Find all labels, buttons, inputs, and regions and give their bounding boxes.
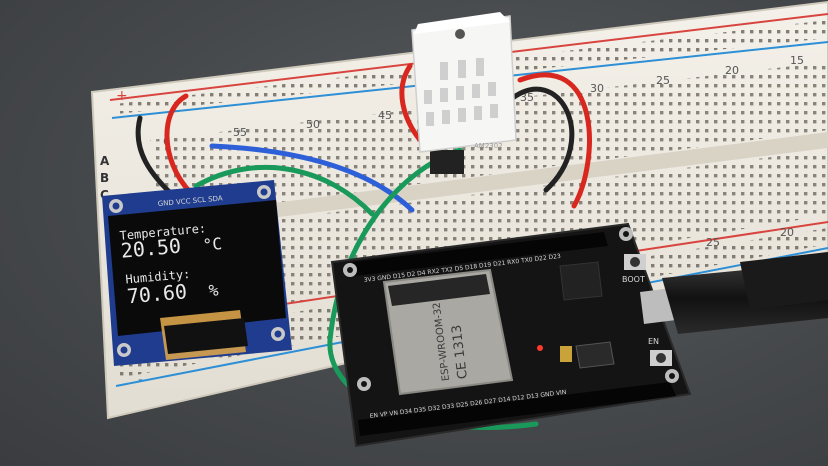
minus-label: - [138,372,143,388]
row-letter-a: A [100,154,110,168]
plus-label: + [116,88,128,104]
bb-number: 25 [656,74,670,87]
bb-number: 15 [790,54,804,67]
row-letter-b: B [100,171,109,185]
bb-number: 20 [725,64,739,77]
row-letter-c: C [100,188,109,202]
en-label: EN [648,337,659,346]
usb-cable [662,252,828,334]
oled-module: GND VCC SCL SDA Temperature: 20.50 °C Hu… [102,180,292,366]
bb-number: 20 [780,226,794,239]
temperature-value: 20.50 [120,234,182,263]
bb-number: 25 [706,236,720,249]
jumper-wires [135,63,592,430]
bb-number: 50 [306,118,320,131]
bb-number: 30 [590,82,604,95]
sensor-label: AM2302 [474,142,503,150]
humidity-label: Humidity: [125,267,191,287]
temperature-unit: °C [202,234,223,255]
esp32-board: 3V3 GND D15 D2 D4 RX2 TX2 D5 D18 D19 D21… [330,222,692,448]
bb-number: 45 [378,109,392,122]
bb-number: 55 [233,126,247,139]
boot-label: BOOT [622,275,645,284]
humidity-unit: % [208,280,220,300]
dht22-sensor: AM2302 [411,12,517,174]
humidity-value: 70.60 [126,279,188,308]
ce-mark: CE 1313 [449,324,471,380]
